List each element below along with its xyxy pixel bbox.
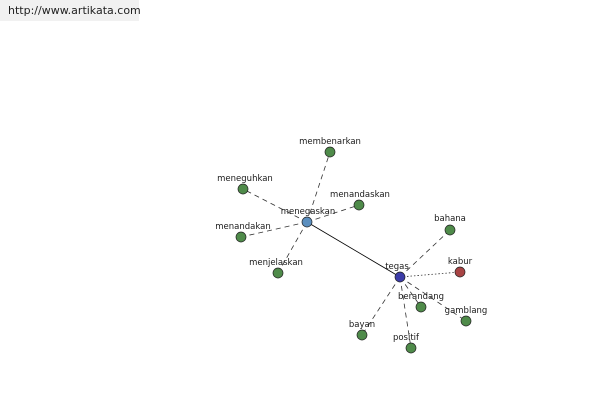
label-bayan[interactable]: bayan: [349, 320, 375, 330]
edge-tegas-positif: [399, 276, 412, 349]
label-berandang[interactable]: berandang: [398, 292, 444, 302]
node-menandaskan[interactable]: [353, 199, 365, 211]
edge-tegas-gamblang: [399, 276, 467, 322]
label-bahana[interactable]: bahana: [434, 214, 466, 224]
label-menandakan[interactable]: menandakan: [215, 222, 270, 232]
node-kabur[interactable]: [454, 266, 466, 278]
node-bahana[interactable]: [444, 224, 456, 236]
edge-menegaskan-tegas: [306, 221, 401, 278]
label-menegaskan[interactable]: menegaskan: [281, 207, 336, 217]
label-kabur[interactable]: kabur: [448, 257, 473, 267]
node-meneguhkan[interactable]: [237, 183, 249, 195]
edge-menegaskan-menandakan: [240, 221, 308, 238]
edge-menegaskan-menjelaskan: [277, 221, 308, 274]
edges-layer: [240, 151, 467, 349]
node-gamblang[interactable]: [460, 315, 472, 327]
node-membenarkan[interactable]: [324, 146, 336, 158]
labels-layer: membenarkan meneguhkan menandaskan menandak…: [215, 137, 487, 343]
label-menjelaskan[interactable]: menjelaskan: [249, 258, 303, 268]
edge-tegas-bayan: [361, 276, 401, 336]
label-gamblang[interactable]: gamblang: [445, 306, 488, 316]
node-menjelaskan[interactable]: [272, 267, 284, 279]
edge-tegas-bahana: [399, 229, 451, 278]
label-meneguhkan[interactable]: meneguhkan: [217, 174, 273, 184]
node-positif[interactable]: [405, 342, 417, 354]
node-menandakan[interactable]: [235, 231, 247, 243]
label-positif[interactable]: positif: [393, 333, 420, 343]
node-berandang[interactable]: [415, 301, 427, 313]
label-menandaskan[interactable]: menandaskan: [330, 190, 390, 200]
node-menegaskan[interactable]: [301, 216, 313, 228]
edge-tegas-kabur: [399, 271, 461, 278]
source-url[interactable]: http://www.artikata.com: [0, 0, 141, 21]
edge-menegaskan-meneguhkan: [242, 188, 308, 223]
node-tegas[interactable]: [394, 271, 406, 283]
edge-tegas-berandang: [399, 276, 422, 308]
edge-menegaskan-menandaskan: [306, 204, 360, 223]
label-membenarkan[interactable]: membenarkan: [299, 137, 361, 147]
nodes-layer: [235, 146, 472, 354]
node-bayan[interactable]: [356, 329, 368, 341]
label-tegas[interactable]: tegas: [385, 262, 409, 272]
edge-menegaskan-membenarkan: [306, 151, 331, 223]
